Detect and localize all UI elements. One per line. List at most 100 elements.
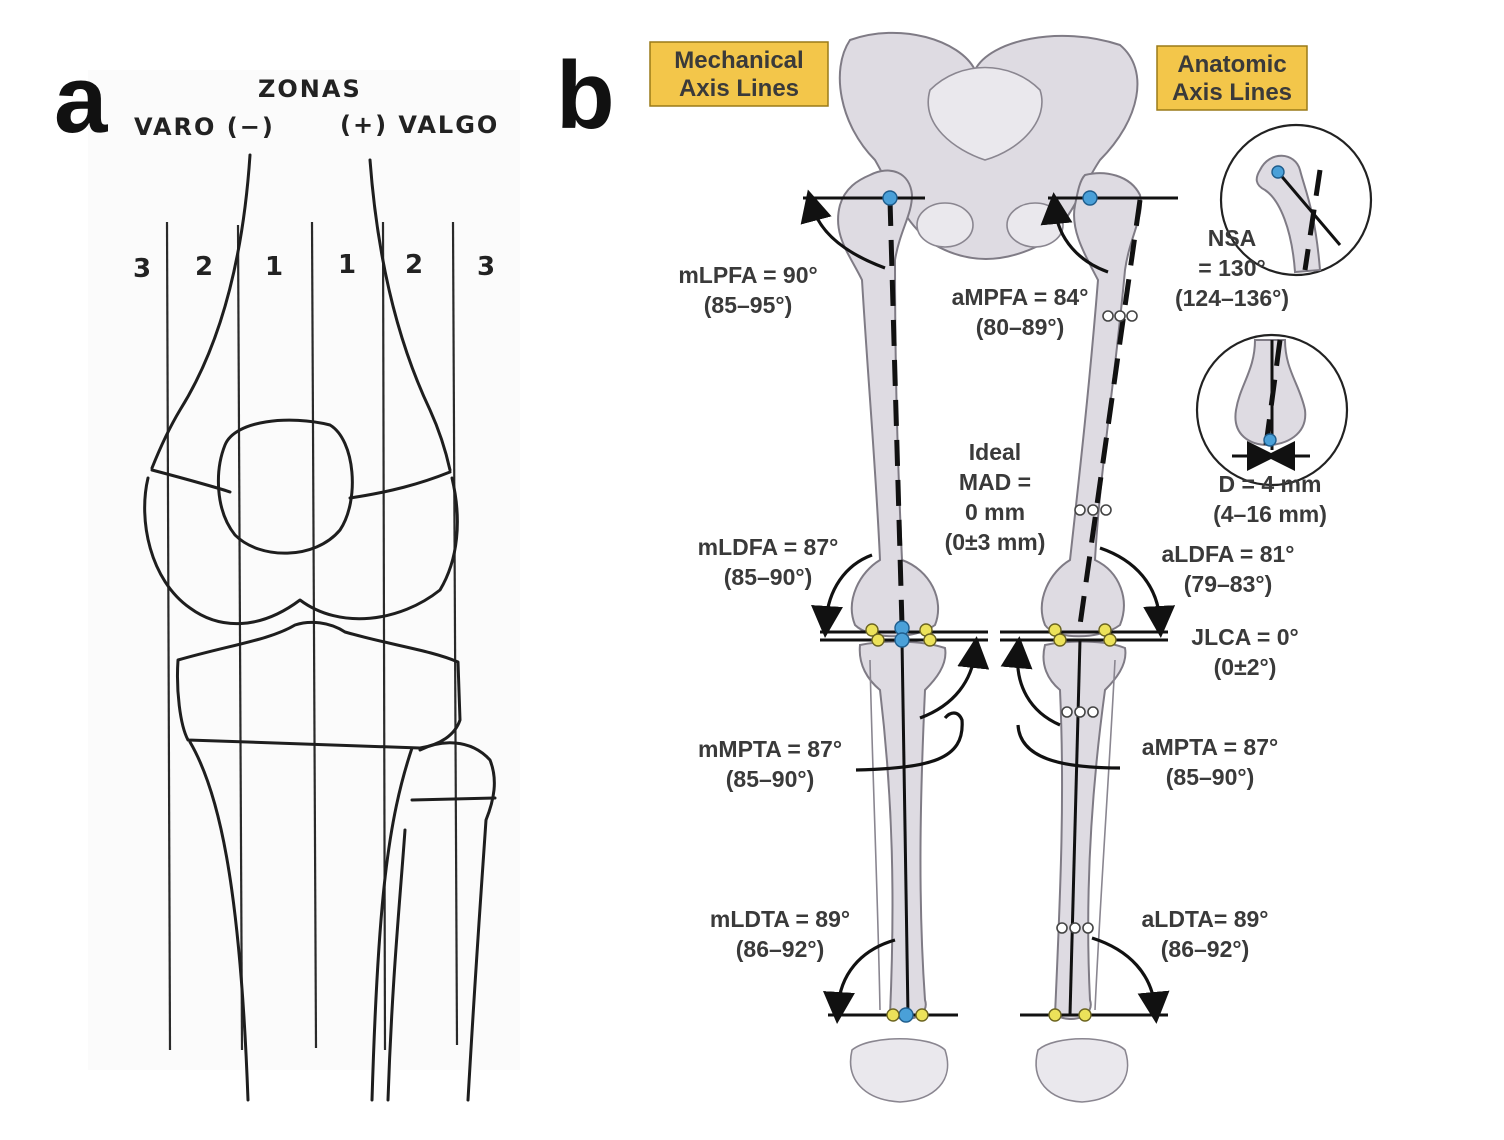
nsa-inset xyxy=(1219,123,1373,277)
ampfa-label: aMPFA = 84° xyxy=(952,284,1089,310)
zone-number: 3 xyxy=(133,254,151,284)
mldfa-range: (85–90°) xyxy=(724,564,812,590)
varo-label: VARO (−) xyxy=(134,113,275,141)
zone-number: 1 xyxy=(338,250,356,280)
ankle-center-marker xyxy=(898,1007,914,1023)
femur-outline-right xyxy=(368,158,452,472)
zone-line xyxy=(236,224,244,1051)
axis-marker xyxy=(1056,922,1068,934)
anatomic-box-bg xyxy=(1156,45,1308,111)
aldfa-range: (79–83°) xyxy=(1184,571,1272,597)
anatomic-axis-tibia xyxy=(1068,639,1082,1016)
mlpfa-range: (85–95°) xyxy=(704,292,792,318)
knee-sketch xyxy=(143,153,497,1102)
femoral-condyles xyxy=(143,476,459,625)
knee-point-marker xyxy=(1103,633,1117,647)
nsa-label: NSA xyxy=(1208,225,1257,251)
valgo-label: (+) VALGO xyxy=(340,111,499,139)
mechanical-axis-tibia xyxy=(900,639,910,1016)
anatomic-box-line1: Anatomic xyxy=(1177,51,1286,78)
anatomic-axis-femur xyxy=(1077,199,1143,626)
nsa-value: = 130° xyxy=(1198,255,1265,281)
axis-marker xyxy=(1102,310,1114,322)
head-center-marker xyxy=(1271,165,1285,179)
d-value: D = 4 mm xyxy=(1219,471,1322,497)
mechanical-axis-femur xyxy=(887,199,905,626)
mldta-label: mLDTA = 89° xyxy=(710,906,850,932)
tibial-plateau xyxy=(176,620,462,750)
zone-line xyxy=(310,221,318,1049)
hip-center-marker xyxy=(1082,190,1098,206)
right-foot xyxy=(1035,1037,1129,1103)
aldfa-arc xyxy=(1099,546,1176,638)
d-range: (4–16 mm) xyxy=(1213,501,1327,527)
knee-point-marker xyxy=(923,633,937,647)
mechanical-box-line1: Mechanical xyxy=(674,47,803,74)
anatomic-axis-box: Anatomic Axis Lines xyxy=(1156,45,1308,111)
axis-marker xyxy=(1087,504,1099,516)
mechanical-box-line2: Axis Lines xyxy=(679,75,799,102)
ankle-point-marker xyxy=(915,1008,929,1022)
panel-b: b Mechanical Axis Lines Anatomic Axis Li… xyxy=(556,31,1373,1103)
fibula-shaft xyxy=(386,828,407,1102)
mlpfa-label: mLPFA = 90° xyxy=(678,262,817,288)
aldta-range: (86–92°) xyxy=(1161,936,1249,962)
ankle-point-marker xyxy=(886,1008,900,1022)
right-femur xyxy=(1040,172,1142,638)
aldfa-label: aLDFA = 81° xyxy=(1162,541,1295,567)
shaft-axis-inset xyxy=(1302,169,1323,271)
knee-point-marker xyxy=(1053,633,1067,647)
axis-marker xyxy=(1126,310,1138,322)
zone-line xyxy=(451,221,459,1046)
d-inset xyxy=(1195,333,1349,487)
anatomic-axis-markers xyxy=(1056,310,1138,934)
femoral-neck-inset xyxy=(1255,154,1322,274)
mlpfa-arc xyxy=(800,189,886,270)
mmpta-arc xyxy=(919,636,990,720)
ampfa-arc xyxy=(1040,192,1109,274)
hip-center-marker xyxy=(882,190,898,206)
zone-number: 3 xyxy=(477,252,495,282)
epicondyle-line-left xyxy=(150,468,232,494)
axis-marker xyxy=(1074,706,1086,718)
mldta-range: (86–92°) xyxy=(736,936,824,962)
zone-line xyxy=(381,221,387,1051)
knee-point-marker xyxy=(871,633,885,647)
mechanical-box-bg xyxy=(649,41,829,107)
ideal-mad-line2: MAD = xyxy=(959,469,1031,495)
ankle-point-marker xyxy=(1078,1008,1092,1022)
ideal-mad-line3: 0 mm xyxy=(965,499,1025,525)
ampta-range: (85–90°) xyxy=(1166,764,1254,790)
aldta-label: aLDTA= 89° xyxy=(1141,906,1268,932)
ideal-mad-line1: Ideal xyxy=(969,439,1021,465)
anatomic-box-line2: Axis Lines xyxy=(1172,79,1292,106)
left-tibia xyxy=(858,640,947,1020)
axis-marker xyxy=(1100,504,1112,516)
mmpta-label: mMPTA = 87° xyxy=(698,736,842,762)
mechanical-axis-box: Mechanical Axis Lines xyxy=(649,41,829,107)
mldfa-arc xyxy=(811,553,873,638)
axis-marker xyxy=(1114,310,1126,322)
axis-marker xyxy=(1061,706,1073,718)
ideal-mad-line4: (0±3 mm) xyxy=(945,529,1046,555)
axis-marker xyxy=(1082,922,1094,934)
panel-b-letter: b xyxy=(556,42,615,149)
zones-heading: ZONAS xyxy=(258,75,362,103)
axis-marker xyxy=(1087,706,1099,718)
knee-center-inset-marker xyxy=(1263,433,1277,447)
mmpta-range: (85–90°) xyxy=(726,766,814,792)
knee-center-marker xyxy=(894,632,910,648)
jlca-range: (0±2°) xyxy=(1214,654,1277,680)
patella xyxy=(216,418,354,555)
zone-number: 1 xyxy=(265,252,283,282)
fibula-physis xyxy=(410,796,497,802)
ampta-arc-top xyxy=(1000,636,1061,727)
left-fibula xyxy=(869,659,881,1011)
zone-number: 2 xyxy=(405,250,423,280)
mldfa-label: mLDFA = 87° xyxy=(698,534,839,560)
fibula-head xyxy=(418,741,496,1102)
panel-a: a ZONAS VARO (−) (+) VALGO 3 2 1 1 2 3 xyxy=(54,46,520,1102)
zone-line xyxy=(165,221,172,1051)
femur-outline-left xyxy=(150,153,252,470)
